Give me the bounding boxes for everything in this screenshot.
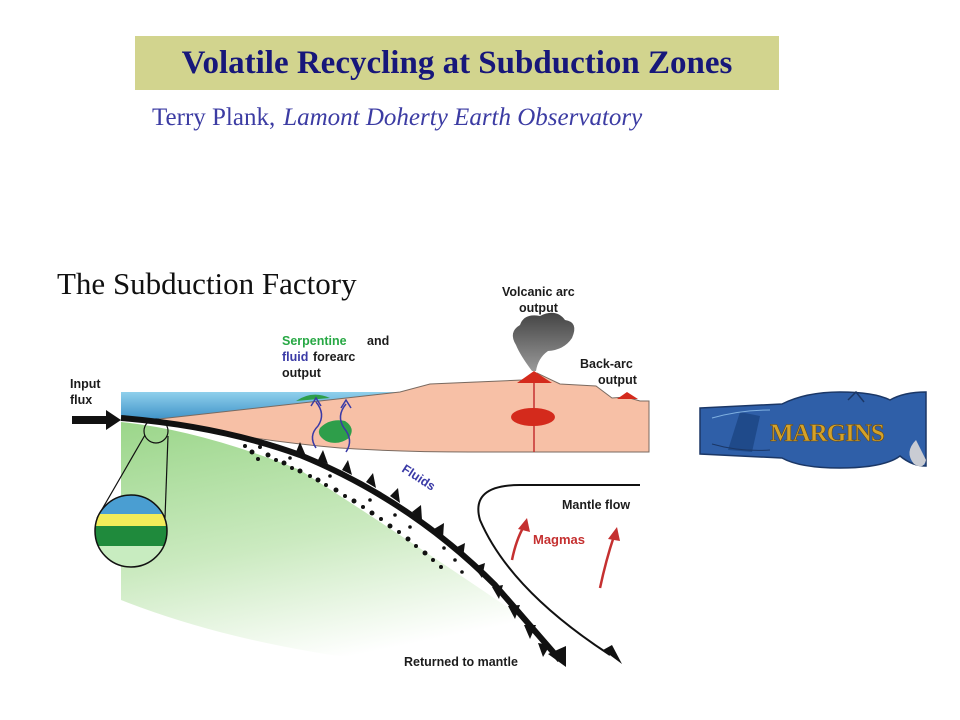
label-mantle-flow: Mantle flow (562, 498, 630, 512)
label-input-flux-2: flux (70, 393, 92, 407)
ocean (121, 392, 400, 421)
page-title: Volatile Recycling at Subduction Zones (181, 44, 733, 81)
mantle-flow-arrowhead (603, 645, 622, 664)
author-institution: Lamont Doherty Earth Observatory (283, 104, 643, 131)
input-flux-arrow (72, 410, 121, 430)
magnifier-small (143, 418, 169, 444)
fluid-squiggle-right (339, 403, 351, 453)
margins-logo: MARGINS (699, 390, 927, 469)
label-fluids: Fluids (399, 462, 438, 494)
author-name: Terry Plank, (152, 104, 276, 131)
slab-arrowhead (548, 646, 566, 667)
label-serpentine: Serpentine (282, 334, 347, 348)
volcano (517, 371, 552, 383)
mantle-region (121, 422, 555, 672)
label-and: and (367, 334, 389, 348)
volcanic-plume (512, 312, 575, 371)
title-box: Volatile Recycling at Subduction Zones (135, 36, 779, 90)
slab-teeth (296, 442, 550, 657)
forearc-mound (296, 394, 330, 401)
magma-arrow-right (598, 535, 616, 589)
section-subtitle: The Subduction Factory (57, 266, 357, 301)
margins-logo-text: MARGINS (770, 420, 884, 447)
label-backarc-output: output (598, 373, 638, 387)
label-magmas: Magmas (533, 532, 585, 547)
label-volcanic-arc: Volcanic arc (502, 285, 575, 299)
author-line: Terry Plank, Lamont Doherty Earth Observa… (152, 104, 642, 132)
mantle-flow-arrow (477, 484, 640, 656)
fluid-squiggle-left (311, 401, 323, 449)
magma-chamber (511, 408, 555, 426)
slab-debris (243, 444, 464, 574)
label-backarc: Back-arc (580, 357, 633, 371)
magma-arrow-left (510, 525, 526, 561)
label-fluid: fluid (282, 350, 308, 364)
subducting-slab (120, 415, 563, 662)
label-forearc: forearc (313, 350, 355, 364)
backarc-cone (617, 392, 638, 399)
label-forearc-output: output (282, 366, 322, 380)
label-input-flux-1: Input (70, 377, 101, 391)
label-returned-to-mantle: Returned to mantle (404, 655, 518, 669)
label-volcanic-output: output (519, 301, 559, 315)
overriding-crust (149, 372, 650, 453)
